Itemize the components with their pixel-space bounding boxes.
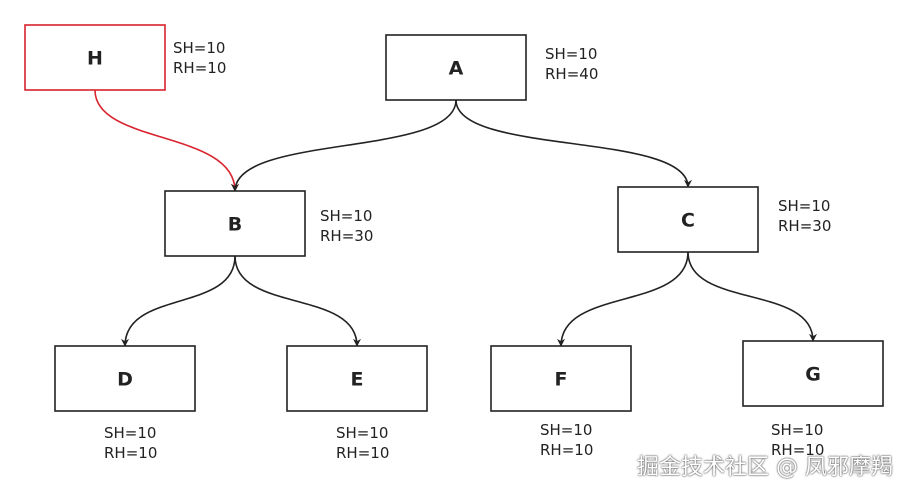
edge-h-b xyxy=(94,89,239,192)
watermark: 掘金技术社区 @ 凤邪摩羯 xyxy=(637,455,893,480)
node-box-f xyxy=(490,345,632,412)
edge-c-g xyxy=(687,251,817,342)
node-box-e xyxy=(286,345,428,412)
node-label-h: H xyxy=(87,48,103,70)
node-box-a xyxy=(385,34,527,101)
node-sh-g: SH=10 xyxy=(771,421,823,439)
node-rh-a: RH=40 xyxy=(545,65,598,83)
edge-b-d xyxy=(121,255,236,347)
node-label-f: F xyxy=(555,369,568,391)
node-rh-b: RH=30 xyxy=(320,227,373,245)
node-sh-d: SH=10 xyxy=(104,424,156,442)
node-box-b xyxy=(164,190,306,257)
node-box-d xyxy=(54,345,196,412)
edges xyxy=(94,89,817,347)
node-sh-c: SH=10 xyxy=(778,197,830,215)
node-label-d: D xyxy=(117,369,133,391)
node-sh-a: SH=10 xyxy=(545,45,597,63)
node-box-c xyxy=(617,186,759,253)
node-rh-d: RH=10 xyxy=(104,444,157,462)
edge-a-b xyxy=(231,99,457,192)
node-sh-h: SH=10 xyxy=(173,39,225,57)
edge-b-e xyxy=(234,255,361,347)
node-sh-f: SH=10 xyxy=(540,421,592,439)
node-rh-g: RH=10 xyxy=(771,441,824,459)
node-rh-c: RH=30 xyxy=(778,217,831,235)
node-label-g: G xyxy=(805,364,821,386)
node-box-g xyxy=(742,340,884,407)
node-label-b: B xyxy=(228,214,242,236)
node-box-h xyxy=(24,24,166,91)
edge-a-c xyxy=(455,99,692,188)
node-sh-e: SH=10 xyxy=(336,424,388,442)
node-label-a: A xyxy=(449,58,464,80)
node-rh-e: RH=10 xyxy=(336,444,389,462)
node-rh-f: RH=10 xyxy=(540,441,593,459)
node-sh-b: SH=10 xyxy=(320,207,372,225)
edge-c-f xyxy=(557,251,689,347)
node-rh-h: RH=10 xyxy=(173,59,226,77)
node-label-c: C xyxy=(681,210,695,232)
node-label-e: E xyxy=(351,369,364,391)
